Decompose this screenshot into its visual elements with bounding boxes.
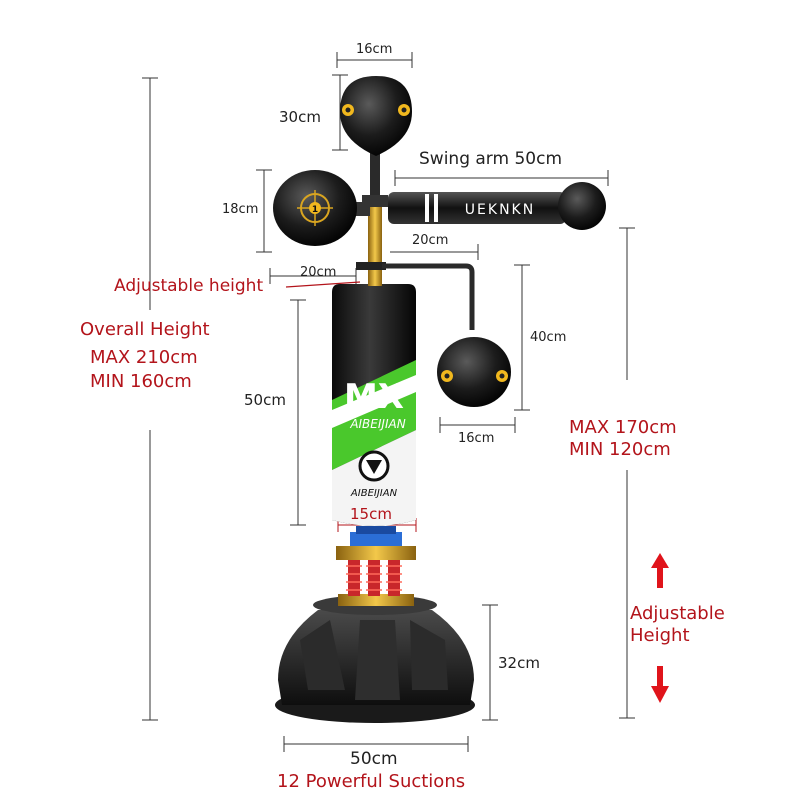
column-diameter-label: 15cm [350, 505, 392, 523]
top-ball-height-label: 30cm [279, 108, 321, 126]
suction-base [275, 595, 475, 723]
top-ball-width-label: 16cm [356, 42, 393, 57]
dimension-lines [142, 52, 635, 752]
bag-height-label: 50cm [244, 391, 286, 409]
swing-arm-label: Swing arm 50cm [419, 149, 562, 169]
gold-pole [368, 200, 382, 286]
adjustable-height-pointer [285, 281, 361, 288]
left-pad: 1 [273, 170, 370, 246]
right-height-min: MIN 120cm [569, 439, 671, 460]
overall-height-title: Overall Height [80, 319, 210, 340]
spring-mechanism [336, 526, 416, 606]
hanging-ball [437, 337, 511, 407]
base-width-label: 50cm [350, 749, 398, 769]
arm-upper-length-label: 20cm [412, 233, 449, 248]
bag-logo-text: AIBEIJIAN [350, 488, 398, 499]
overall-height-max: MAX 210cm [90, 347, 198, 368]
hang-ball-width-label: 16cm [458, 431, 495, 446]
base-height-label: 32cm [498, 654, 540, 672]
hang-ball-drop-label: 40cm [530, 330, 567, 345]
left-pad-height-label: 18cm [222, 202, 259, 217]
swing-arm: UEKNKN [388, 182, 606, 230]
arm-lower-length-label: 20cm [300, 265, 337, 280]
bag-text-brand: AIBEIJIAN [349, 417, 405, 431]
bag-text-big: MX [344, 377, 404, 417]
punching-bag: MX AIBEIJIAN AIBEIJIAN [332, 284, 416, 526]
adjustable-height-label: Adjustable height [114, 276, 264, 296]
hanging-arm [382, 263, 511, 407]
adjustable-height-right-line1: Adjustable [630, 603, 725, 624]
svg-text:1: 1 [312, 205, 318, 215]
suctions-label: 12 Powerful Suctions [277, 771, 466, 792]
arrow-down-icon [651, 666, 669, 703]
top-ball [340, 76, 412, 195]
adjustable-height-right-line2: Height [630, 625, 690, 646]
arm-brand: UEKNKN [465, 202, 535, 218]
arrow-up-icon [651, 553, 669, 588]
overall-height-min: MIN 160cm [90, 371, 192, 392]
right-height-max: MAX 170cm [569, 417, 677, 438]
